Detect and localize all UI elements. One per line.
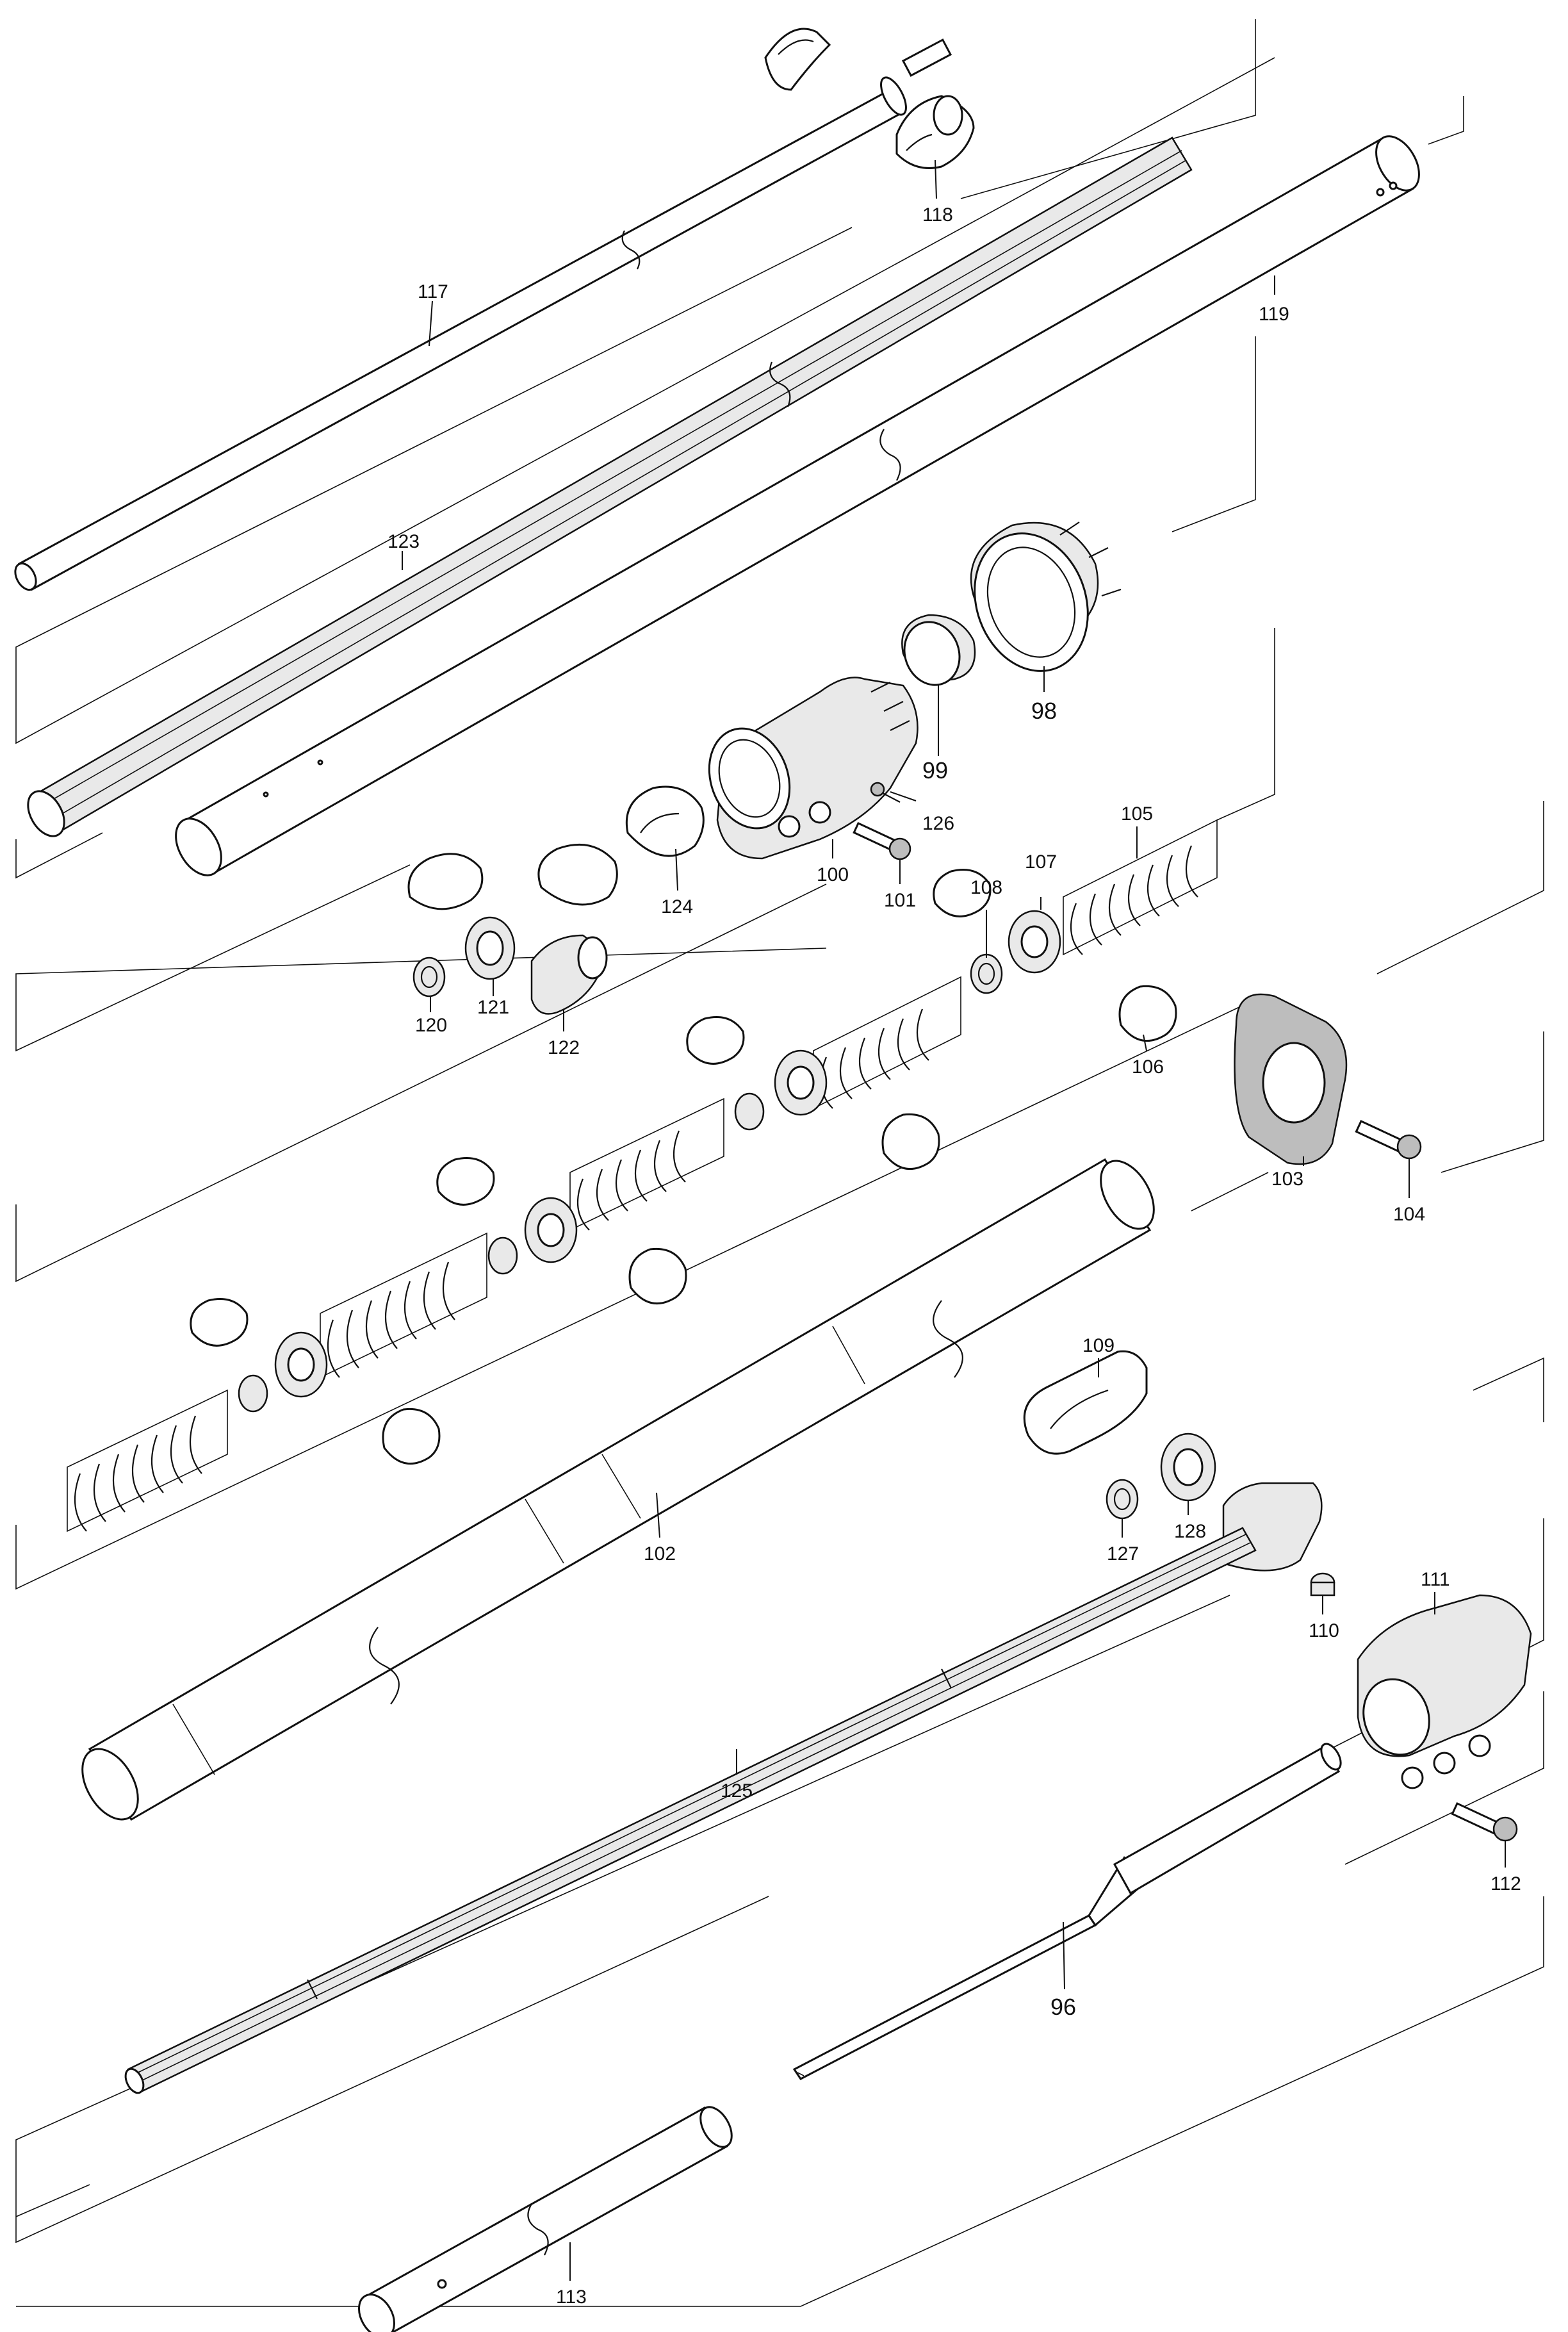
bearing-2 [734, 1049, 828, 1131]
label-96: 96 [1050, 1994, 1076, 2020]
label-127: 127 [1107, 1543, 1139, 1564]
part-111-clamp [1357, 1594, 1532, 1789]
label-125: 125 [721, 1780, 753, 1802]
part-98-nut [970, 521, 1122, 672]
label-103: 103 [1271, 1169, 1303, 1190]
part-110-plug [1310, 1572, 1335, 1597]
label-101: 101 [884, 890, 916, 911]
label-107: 107 [1025, 851, 1057, 873]
label-123: 123 [388, 531, 420, 552]
part-106-clip [1118, 985, 1177, 1042]
bearing-4 [238, 1331, 328, 1413]
part-119-outer-tube [175, 135, 1420, 876]
label-111: 111 [1421, 1569, 1450, 1590]
bearing-3 [487, 1197, 578, 1275]
spring-3 [569, 1097, 724, 1231]
label-108: 108 [970, 877, 1002, 898]
part-113-end-tube [358, 2106, 733, 2332]
label-121: 121 [477, 997, 509, 1018]
label-105: 105 [1121, 803, 1153, 825]
clip-108-top [933, 869, 992, 917]
part-117-inner-shaft [14, 38, 952, 591]
part-121-bearing [464, 916, 516, 980]
spring-2 [813, 976, 961, 1110]
part-122-collar [530, 934, 608, 1015]
label-124: 124 [661, 896, 693, 917]
spring-5 [67, 1389, 228, 1532]
part-127-needle-cage [1106, 1479, 1139, 1520]
part-104-screw [1355, 1120, 1422, 1160]
part-103-guard [1234, 993, 1348, 1165]
label-102: 102 [644, 1543, 676, 1564]
part-101-screw [853, 822, 911, 860]
label-118: 118 [922, 204, 953, 226]
part-124-clip [625, 785, 705, 857]
part-126-screw [870, 782, 901, 803]
clip-r2-top [686, 1016, 745, 1065]
part-120-needle-cage [412, 957, 446, 998]
leader-lines [402, 160, 1506, 2281]
label-106: 106 [1132, 1056, 1164, 1078]
part-117-clip [764, 28, 831, 91]
part-99-ring [901, 614, 976, 686]
label-109: 109 [1082, 1335, 1115, 1356]
clip-r4-top [190, 1298, 249, 1347]
part-96-flex-shaft [792, 1743, 1342, 2080]
label-128: 128 [1174, 1521, 1206, 1542]
clip-r2-bottom [881, 1113, 940, 1170]
label-98: 98 [1031, 698, 1057, 724]
section-frames [15, 19, 1544, 2307]
label-126: 126 [922, 813, 954, 834]
clip-upper-a [407, 853, 484, 910]
part-108-needle-cage [970, 953, 1003, 994]
label-100: 100 [817, 864, 849, 885]
part-125-drive-shaft [124, 1527, 1257, 2094]
part-112-screw [1451, 1802, 1518, 1842]
label-122: 122 [548, 1037, 580, 1058]
clip-upper-b [537, 843, 618, 906]
part-102-main-tube [81, 1158, 1155, 1821]
label-120: 120 [415, 1015, 447, 1036]
label-104: 104 [1393, 1204, 1425, 1225]
part-107-bearing [1008, 910, 1061, 974]
label-119: 119 [1259, 304, 1289, 325]
clip-r3-top [436, 1157, 495, 1206]
part-118-collar [895, 95, 975, 169]
label-99: 99 [922, 757, 948, 784]
part-labels: 117 118 119 123 98 99 126 100 101 124 10… [388, 204, 1521, 2308]
clip-r4-bottom [382, 1408, 441, 1465]
label-117: 117 [418, 281, 448, 302]
part-128-bearing [1160, 1433, 1216, 1502]
part-109-clip [1023, 1350, 1148, 1455]
label-113: 113 [556, 2287, 587, 2308]
part-105-spring [1063, 819, 1218, 956]
clip-r3-bottom [628, 1247, 687, 1305]
label-112: 112 [1490, 1873, 1521, 1894]
label-110: 110 [1309, 1620, 1339, 1641]
part-100-housing [708, 677, 919, 860]
part-123-spline-shaft [27, 136, 1193, 837]
spring-4 [320, 1232, 487, 1379]
